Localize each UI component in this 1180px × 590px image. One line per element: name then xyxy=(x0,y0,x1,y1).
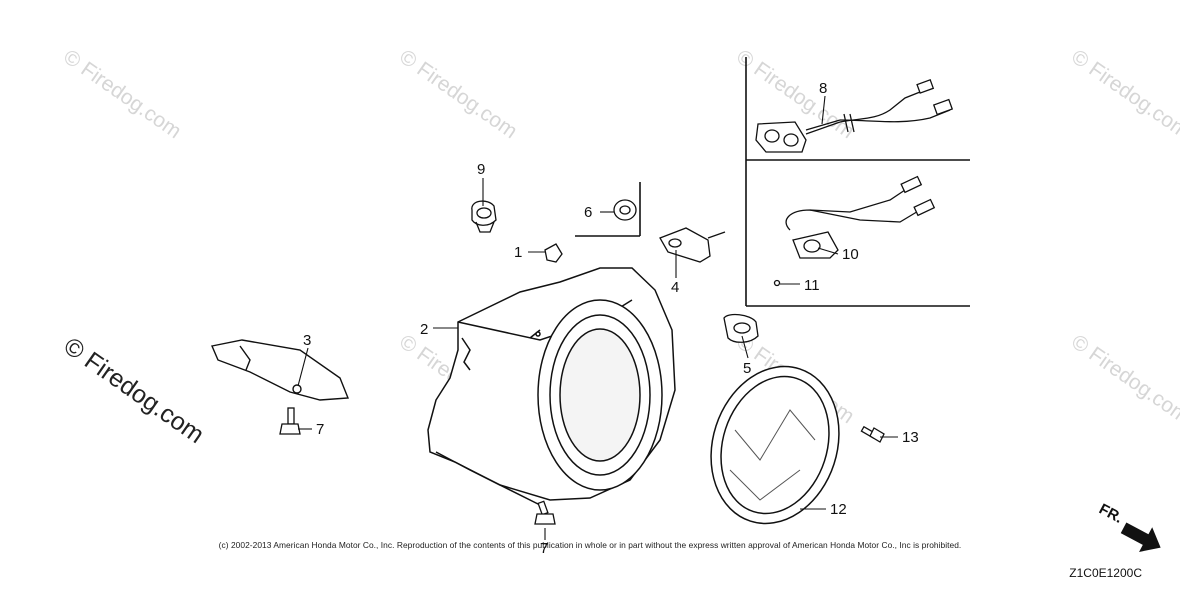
part-label-3: 3 xyxy=(303,332,311,349)
watermark-dark: © Firedog.com xyxy=(59,332,210,449)
part-label-5: 5 xyxy=(743,360,751,377)
part-8-graphic xyxy=(755,79,954,153)
part-3-graphic xyxy=(211,339,350,401)
watermark: © Firedog.com xyxy=(1067,45,1180,143)
part-label-7: 7 xyxy=(316,421,324,438)
part-10-graphic xyxy=(773,175,936,287)
front-direction-marker: FR. xyxy=(1096,501,1161,552)
part-label-12: 12 xyxy=(830,501,847,518)
part-6-graphic xyxy=(613,199,637,221)
watermark: © Firedog.com xyxy=(395,45,521,143)
part-label-6: 6 xyxy=(584,204,592,221)
part-13-graphic xyxy=(860,425,885,443)
diagram-code: Z1C0E1200C xyxy=(1069,566,1142,580)
part-12-graphic xyxy=(710,365,840,525)
part-2-graphic xyxy=(427,267,676,506)
part-label-10: 10 xyxy=(842,246,859,263)
part-labels: 8 9 6 1 4 2 3 5 7 10 11 13 12 7 xyxy=(303,80,919,557)
part-1-graphic xyxy=(544,243,563,263)
part-5-graphic xyxy=(723,313,759,343)
part-label-2: 2 xyxy=(420,321,428,338)
part-label-11: 11 xyxy=(804,277,820,294)
leader-lines xyxy=(297,95,898,540)
part-label-8: 8 xyxy=(819,80,827,97)
inset-frames xyxy=(575,57,970,307)
part-label-9: 9 xyxy=(477,161,485,178)
part-label-1: 1 xyxy=(514,244,522,261)
part-label-4: 4 xyxy=(671,279,679,296)
front-direction-label: FR. xyxy=(1096,501,1125,527)
copyright-notice: (c) 2002-2013 American Honda Motor Co., … xyxy=(218,540,962,550)
part-9-graphic xyxy=(471,200,497,233)
arrow-right-icon xyxy=(1120,522,1161,552)
watermark: © Firedog.com xyxy=(1067,330,1180,428)
part-label-7-lower: 7 xyxy=(540,540,548,557)
watermark: © Firedog.com xyxy=(59,45,185,143)
part-label-13: 13 xyxy=(902,429,919,446)
part-4-graphic xyxy=(659,227,726,263)
part-7-bolt-graphic xyxy=(279,407,556,525)
